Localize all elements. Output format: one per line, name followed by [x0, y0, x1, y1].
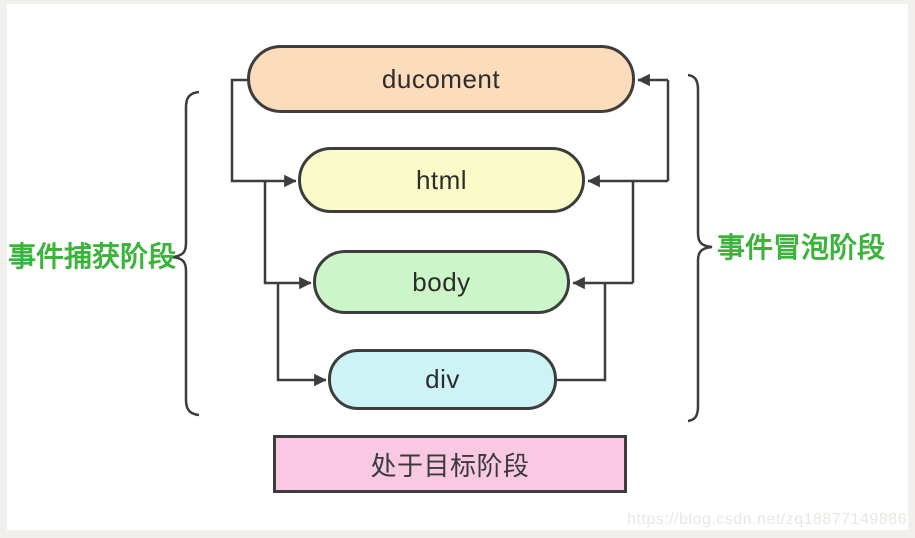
capture-arrow-body-to-div [276, 283, 327, 387]
right-brace [687, 73, 713, 423]
node-html: html [298, 147, 585, 213]
capture-arrow-html-to-body [263, 181, 312, 290]
node-body: body [313, 250, 570, 314]
bubble-line-div-out [557, 283, 607, 382]
capture-phase-label: 事件捕获阶段 [8, 241, 177, 272]
node-ducoment: ducoment [247, 45, 635, 113]
node-div: div [328, 349, 557, 410]
bubble-phase-label: 事件冒泡阶段 [717, 232, 886, 263]
left-brace [171, 90, 200, 417]
target-phase-box: 处于目标阶段 [273, 435, 627, 493]
watermark: https://blog.csdn.net/zq18877149886 [627, 511, 907, 528]
